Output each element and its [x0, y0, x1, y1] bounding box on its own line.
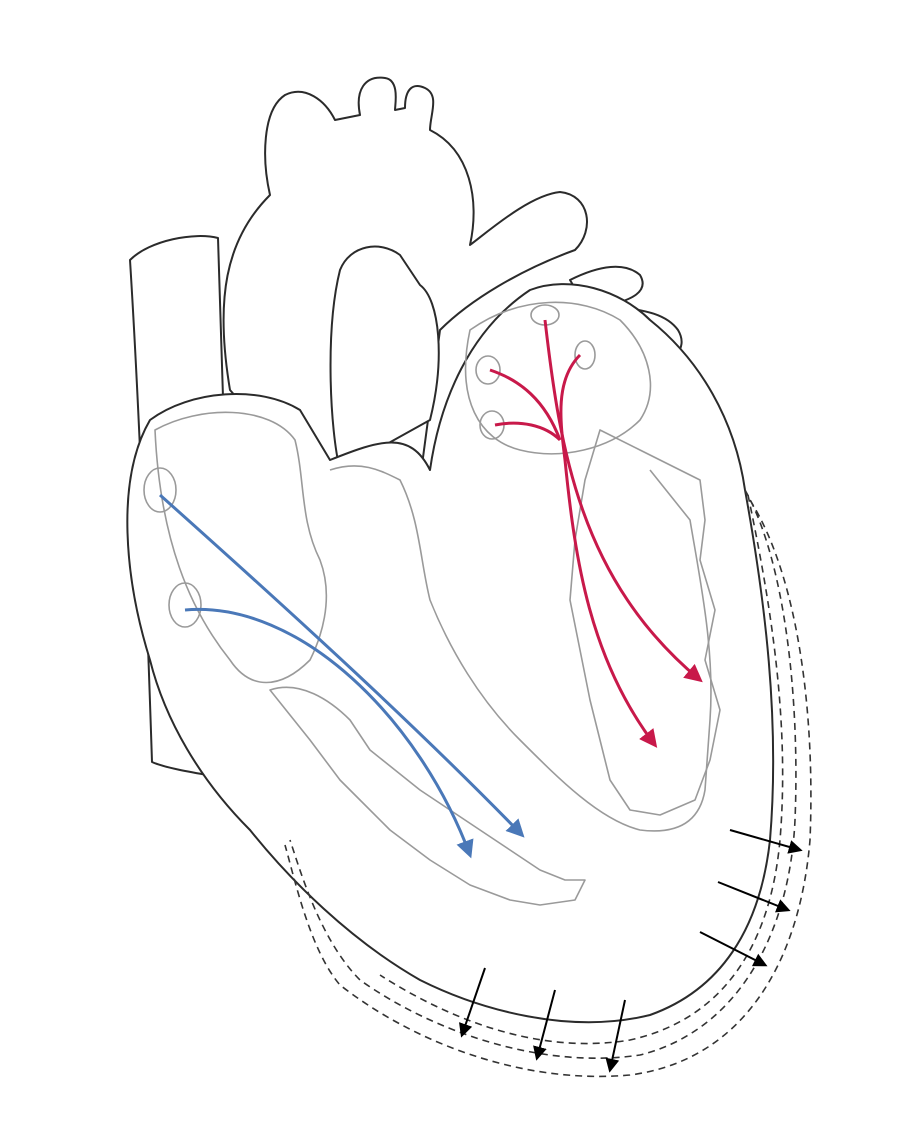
- conduction-line-1: [289, 489, 797, 1059]
- red-flow-arrow-1: [543, 319, 703, 683]
- red-flow-arrow-4: [494, 421, 562, 442]
- pulmonary-trunk: [329, 245, 440, 471]
- impulse-arrow: [717, 881, 791, 913]
- red-flow-arrow-2: [559, 353, 658, 748]
- heart-body: [126, 283, 775, 1024]
- impulse-arrows: [459, 829, 803, 1073]
- septum-wall: [329, 465, 712, 832]
- ivc-opening: [168, 582, 202, 628]
- conduction-line-2: [284, 499, 812, 1078]
- left-atrium-wall: [464, 301, 652, 455]
- blue-flow-arrow-1: [159, 493, 525, 838]
- blue-flow-arrow-2: [184, 607, 474, 859]
- red-flow-arrow-3: [489, 368, 562, 441]
- impulse-arrow: [729, 829, 803, 854]
- conduction-line-3: [379, 494, 784, 1045]
- impulse-arrow: [699, 931, 768, 967]
- svc-opening: [143, 467, 177, 513]
- impulse-arrow: [533, 989, 556, 1061]
- impulse-arrow: [605, 999, 626, 1073]
- pv-opening-2: [574, 340, 596, 370]
- impulse-arrow: [459, 967, 486, 1038]
- left-ventricle-wall: [569, 429, 721, 816]
- pv-opening-3: [475, 355, 501, 385]
